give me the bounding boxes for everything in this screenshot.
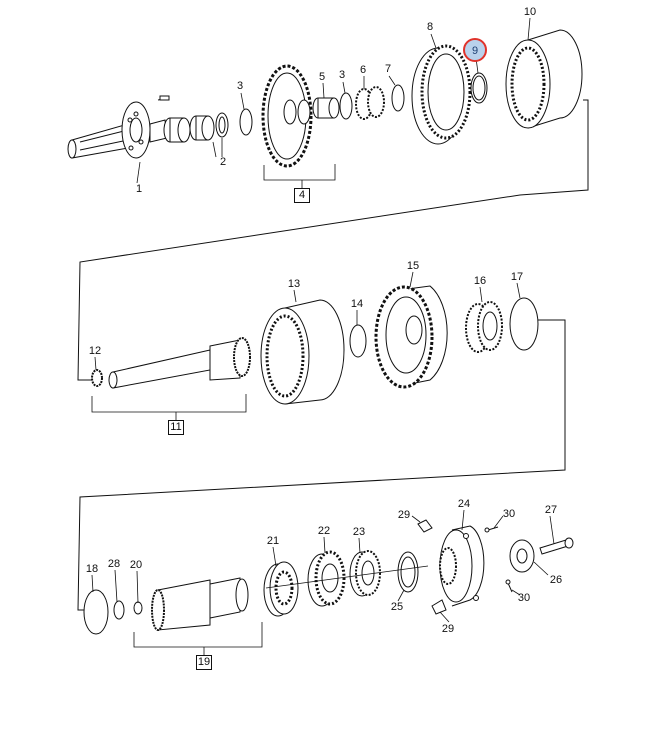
part-21-bearing[interactable] [263, 561, 299, 617]
part-24-housing[interactable] [439, 525, 485, 607]
highlight-ring-9[interactable] [463, 38, 487, 62]
part-22-gear[interactable] [307, 550, 346, 607]
row1-leader-lines [136, 17, 531, 188]
part-17-ring[interactable] [509, 297, 539, 351]
part-18-ring[interactable] [83, 589, 109, 635]
part-15-planet-carrier[interactable] [374, 285, 448, 389]
part-29-clip-top[interactable] [417, 519, 433, 533]
part-2-needle-bearings[interactable] [163, 112, 229, 143]
part-label-15[interactable]: 15 [406, 260, 420, 272]
part-label-28[interactable]: 28 [107, 558, 121, 570]
part-label-12[interactable]: 12 [88, 345, 102, 357]
part-label-23[interactable]: 23 [352, 526, 366, 538]
part-19-output-shaft[interactable] [151, 577, 249, 631]
part-27-bolt[interactable] [539, 537, 574, 555]
part-8-ring-gear[interactable] [411, 44, 472, 145]
row2-leader-lines [91, 271, 521, 420]
part-label-2[interactable]: 2 [219, 156, 227, 168]
part-14-ring[interactable] [349, 324, 367, 358]
part-label-29-top[interactable]: 29 [397, 509, 411, 521]
part-label-26[interactable]: 26 [549, 574, 563, 586]
part-13-gear-drum[interactable] [260, 299, 345, 405]
part-label-17[interactable]: 17 [510, 271, 524, 283]
part-30-bolt-top[interactable] [484, 526, 499, 533]
group-box-19[interactable]: 19 [196, 655, 212, 670]
part-25-seal[interactable] [397, 551, 419, 593]
part-26-flange[interactable] [509, 539, 535, 573]
part-10-drum[interactable] [505, 29, 583, 129]
part-label-30-top[interactable]: 30 [502, 508, 516, 520]
part-label-27[interactable]: 27 [544, 504, 558, 516]
part-label-16[interactable]: 16 [473, 275, 487, 287]
part-label-20[interactable]: 20 [129, 559, 143, 571]
part-label-9-highlighted[interactable]: 9 [471, 45, 479, 57]
part-label-5[interactable]: 5 [318, 71, 326, 83]
part-1-flanged-shaft[interactable] [67, 95, 170, 159]
row3-leader-lines [91, 509, 555, 655]
part-label-29-bottom[interactable]: 29 [441, 623, 455, 635]
part-label-3[interactable]: 3 [236, 80, 244, 92]
part-9-o-ring[interactable] [470, 72, 488, 104]
part-23-bearing[interactable] [349, 550, 381, 597]
part-label-3b[interactable]: 3 [338, 69, 346, 81]
part-12-bearing[interactable] [91, 369, 103, 387]
part-20-plug[interactable] [133, 601, 143, 615]
part-4-sprocket[interactable] [261, 64, 313, 168]
part-30-bolt-bottom[interactable] [505, 579, 513, 593]
part-label-13[interactable]: 13 [287, 278, 301, 290]
part-label-22[interactable]: 22 [317, 525, 331, 537]
part-label-24[interactable]: 24 [457, 498, 471, 510]
part-label-18[interactable]: 18 [85, 563, 99, 575]
part-6-bearing[interactable] [355, 86, 385, 120]
part-7-ring[interactable] [391, 84, 405, 112]
part-label-1[interactable]: 1 [135, 183, 143, 195]
part-3-snap-ring-right[interactable] [339, 92, 353, 120]
row1-connector-line [77, 99, 589, 381]
row2-connector-line [77, 319, 566, 611]
part-29-clip-bottom[interactable] [431, 599, 447, 615]
part-label-25[interactable]: 25 [390, 601, 404, 613]
group-box-11[interactable]: 11 [168, 420, 184, 435]
part-28-ring[interactable] [113, 600, 125, 620]
part-label-14[interactable]: 14 [350, 298, 364, 310]
part-label-10[interactable]: 10 [523, 6, 537, 18]
part-label-6[interactable]: 6 [359, 64, 367, 76]
part-16-bearing[interactable] [465, 301, 503, 353]
part-5-bushing[interactable] [312, 97, 340, 119]
part-11-main-shaft[interactable] [108, 337, 251, 389]
part-label-8[interactable]: 8 [426, 21, 434, 33]
part-3-snap-ring[interactable] [239, 108, 253, 136]
part-label-30-bottom[interactable]: 30 [517, 592, 531, 604]
part-label-7[interactable]: 7 [384, 63, 392, 75]
group-box-4[interactable]: 4 [294, 188, 310, 203]
part-label-21[interactable]: 21 [266, 535, 280, 547]
